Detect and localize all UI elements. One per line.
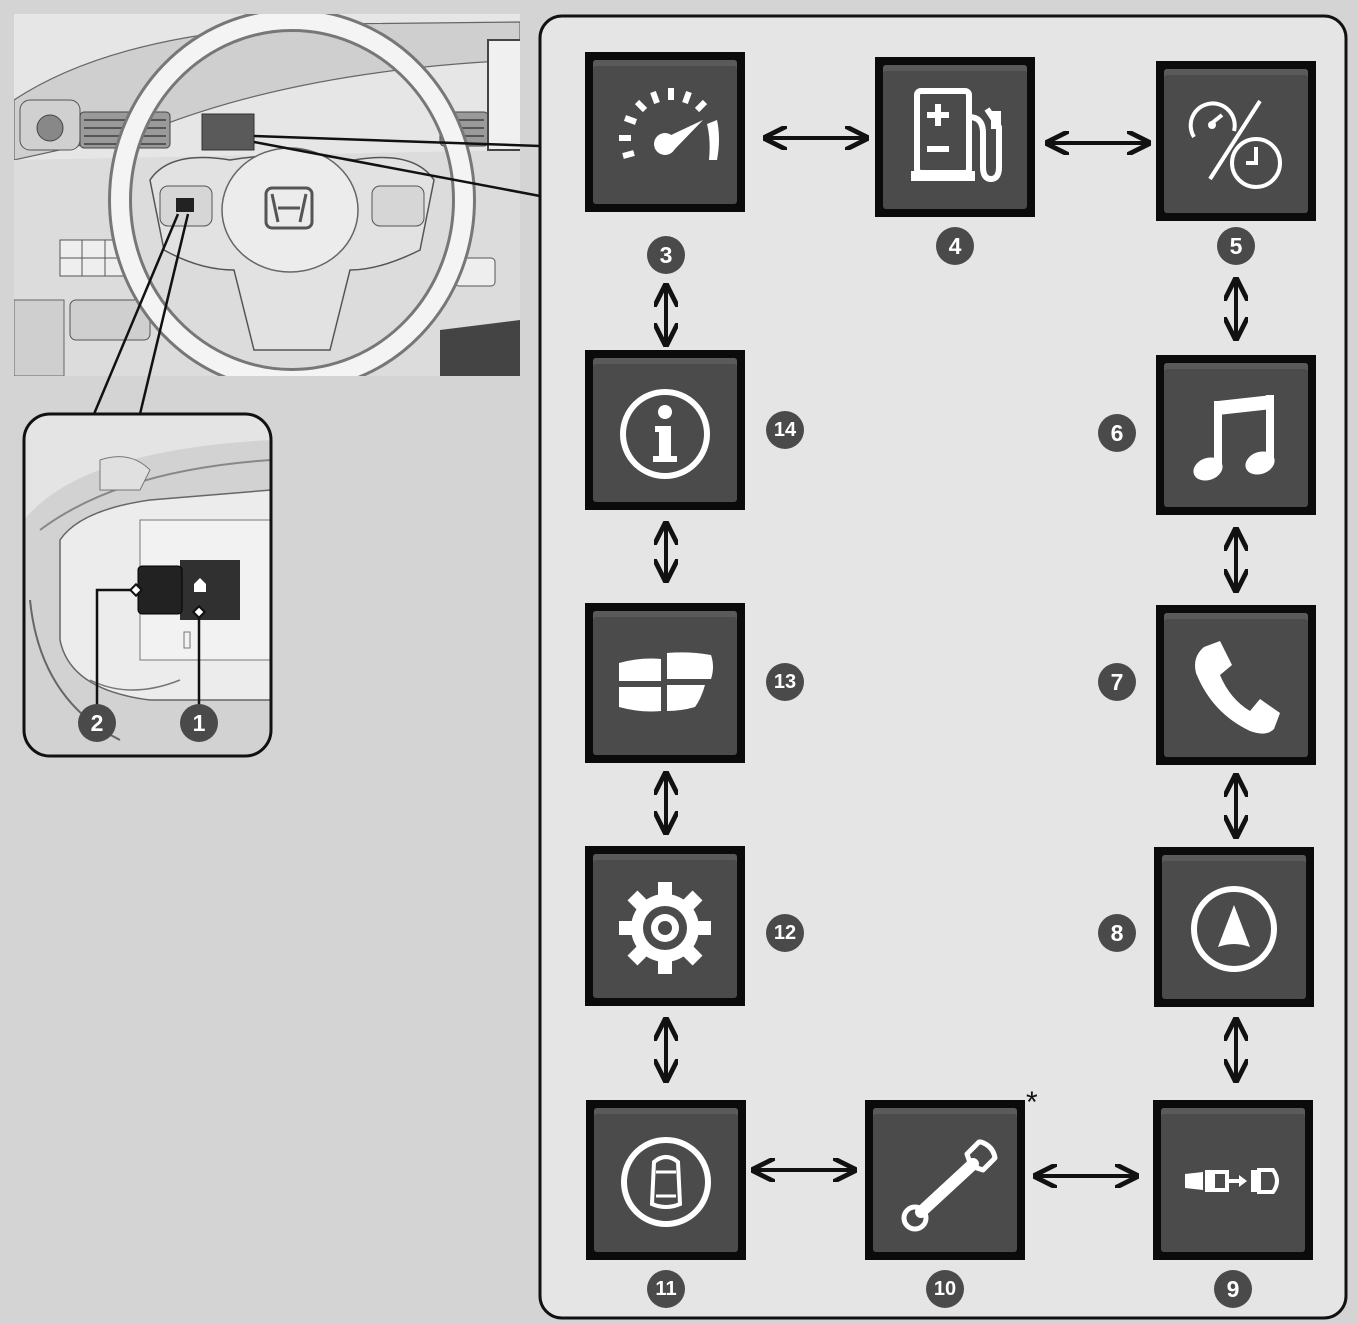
tile-settings xyxy=(585,846,745,1006)
switch-inset xyxy=(22,412,273,758)
callout-6: 6 xyxy=(1098,414,1136,452)
leader-lines xyxy=(253,134,541,198)
callout-12: 12 xyxy=(766,914,804,952)
settings-gear-icon xyxy=(619,882,711,974)
music-note-icon xyxy=(1193,395,1275,481)
wrench-icon xyxy=(901,1139,998,1232)
tile-vehicle-safety xyxy=(586,1100,746,1260)
callout-4: 4 xyxy=(936,227,974,265)
callout-2: 2 xyxy=(78,704,116,742)
tile-speedometer xyxy=(585,52,745,212)
footnote-asterisk: * xyxy=(1026,1086,1038,1119)
tile-audio xyxy=(1156,355,1316,515)
info-icon xyxy=(620,389,710,479)
callout-14: 14 xyxy=(766,411,804,449)
tile-trip-meter xyxy=(1156,61,1316,221)
callout-3: 3 xyxy=(647,236,685,274)
callout-8: 8 xyxy=(1098,914,1136,952)
apps-grid-icon xyxy=(619,652,713,712)
vehicle-safety-icon xyxy=(621,1137,711,1227)
tile-maintenance xyxy=(865,1100,1025,1260)
callout-10: 10 xyxy=(926,1270,964,1308)
trip-meter-clock-icon xyxy=(1188,99,1282,189)
speedometer-icon xyxy=(619,88,719,160)
zoom-lines xyxy=(92,213,190,415)
callout-13: 13 xyxy=(766,663,804,701)
tile-navigation xyxy=(1154,847,1314,1007)
seatbelt-reminder-icon xyxy=(1185,1168,1279,1194)
callout-7: 7 xyxy=(1098,663,1136,701)
phone-icon xyxy=(1195,641,1280,734)
tile-apps xyxy=(585,603,745,763)
navigation-arrows xyxy=(666,138,1236,1176)
dashboard-illustration xyxy=(14,14,520,376)
tile-seatbelt xyxy=(1153,1100,1313,1260)
callout-1: 1 xyxy=(180,704,218,742)
callout-9: 9 xyxy=(1214,1270,1252,1308)
tile-fuel xyxy=(875,57,1035,217)
fuel-pump-icon xyxy=(911,88,1002,182)
tile-info xyxy=(585,350,745,510)
callout-5: 5 xyxy=(1217,227,1255,265)
callout-11: 11 xyxy=(647,1270,685,1308)
tile-phone xyxy=(1156,605,1316,765)
navigation-compass-icon xyxy=(1191,886,1277,972)
